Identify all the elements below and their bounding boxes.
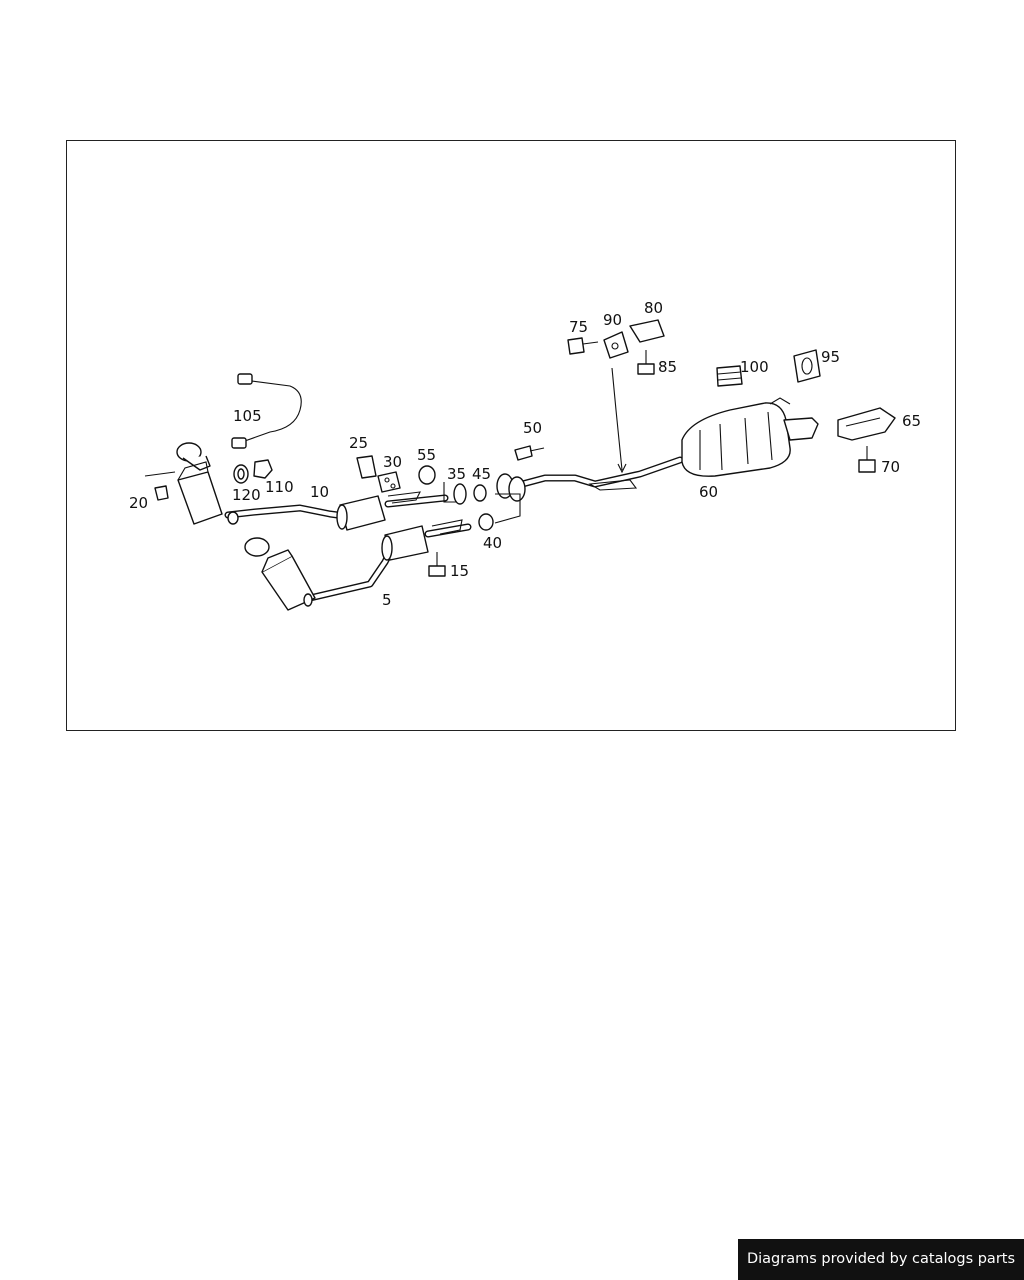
clamp-55 [418, 465, 436, 485]
gasket-120 [233, 464, 249, 484]
bolt-85 [637, 350, 655, 375]
part-label-50: 50 [523, 419, 542, 437]
nut-40 [478, 513, 494, 531]
part-label-80: 80 [644, 299, 663, 317]
part-label-65: 65 [902, 412, 921, 430]
rubber-mount-100 [716, 365, 743, 387]
footer-banner: Diagrams provided by catalogs parts [738, 1239, 1024, 1280]
rear-muffler [681, 397, 819, 477]
part-label-60: 60 [699, 483, 718, 501]
part-label-100: 100 [740, 358, 769, 376]
ring-45 [473, 484, 487, 502]
part-label-15: 15 [450, 562, 469, 580]
bolt-50 [514, 445, 545, 461]
nut-110 [253, 459, 273, 479]
part-label-105: 105 [233, 407, 262, 425]
part-label-5: 5 [382, 591, 392, 609]
center-catalyst-upper [336, 491, 421, 531]
part-label-30: 30 [383, 453, 402, 471]
part-label-70: 70 [881, 458, 900, 476]
part-label-10: 10 [310, 483, 329, 501]
part-label-120: 120 [232, 486, 261, 504]
part-label-75: 75 [569, 318, 588, 336]
bolt-15 [428, 552, 446, 577]
part-label-20: 20 [129, 494, 148, 512]
rubber-mount-30 [377, 471, 401, 493]
part-label-90: 90 [603, 311, 622, 329]
pipe-assembly-10 [224, 494, 449, 520]
hanger-90 [603, 331, 629, 474]
center-catalyst-lower [381, 519, 463, 561]
part-label-55: 55 [417, 446, 436, 464]
oxygen-sensor-105 [231, 373, 302, 449]
part-label-45: 45 [472, 465, 491, 483]
heat-shield [837, 407, 896, 441]
catalytic-converter-upper [176, 442, 239, 525]
part-label-25: 25 [349, 434, 368, 452]
gasket-35 [453, 483, 467, 505]
hanger-95 [793, 349, 821, 383]
bracket-25 [356, 455, 377, 479]
bolt-75 [567, 337, 599, 355]
bracket-80 [629, 319, 665, 343]
catalytic-converter-lower [244, 537, 316, 611]
part-label-40: 40 [483, 534, 502, 552]
bolt-20 [144, 471, 176, 501]
part-label-85: 85 [658, 358, 677, 376]
flange-connector [443, 473, 526, 524]
part-label-35: 35 [447, 465, 466, 483]
bolt-70 [858, 446, 876, 473]
part-label-110: 110 [265, 478, 294, 496]
part-label-95: 95 [821, 348, 840, 366]
